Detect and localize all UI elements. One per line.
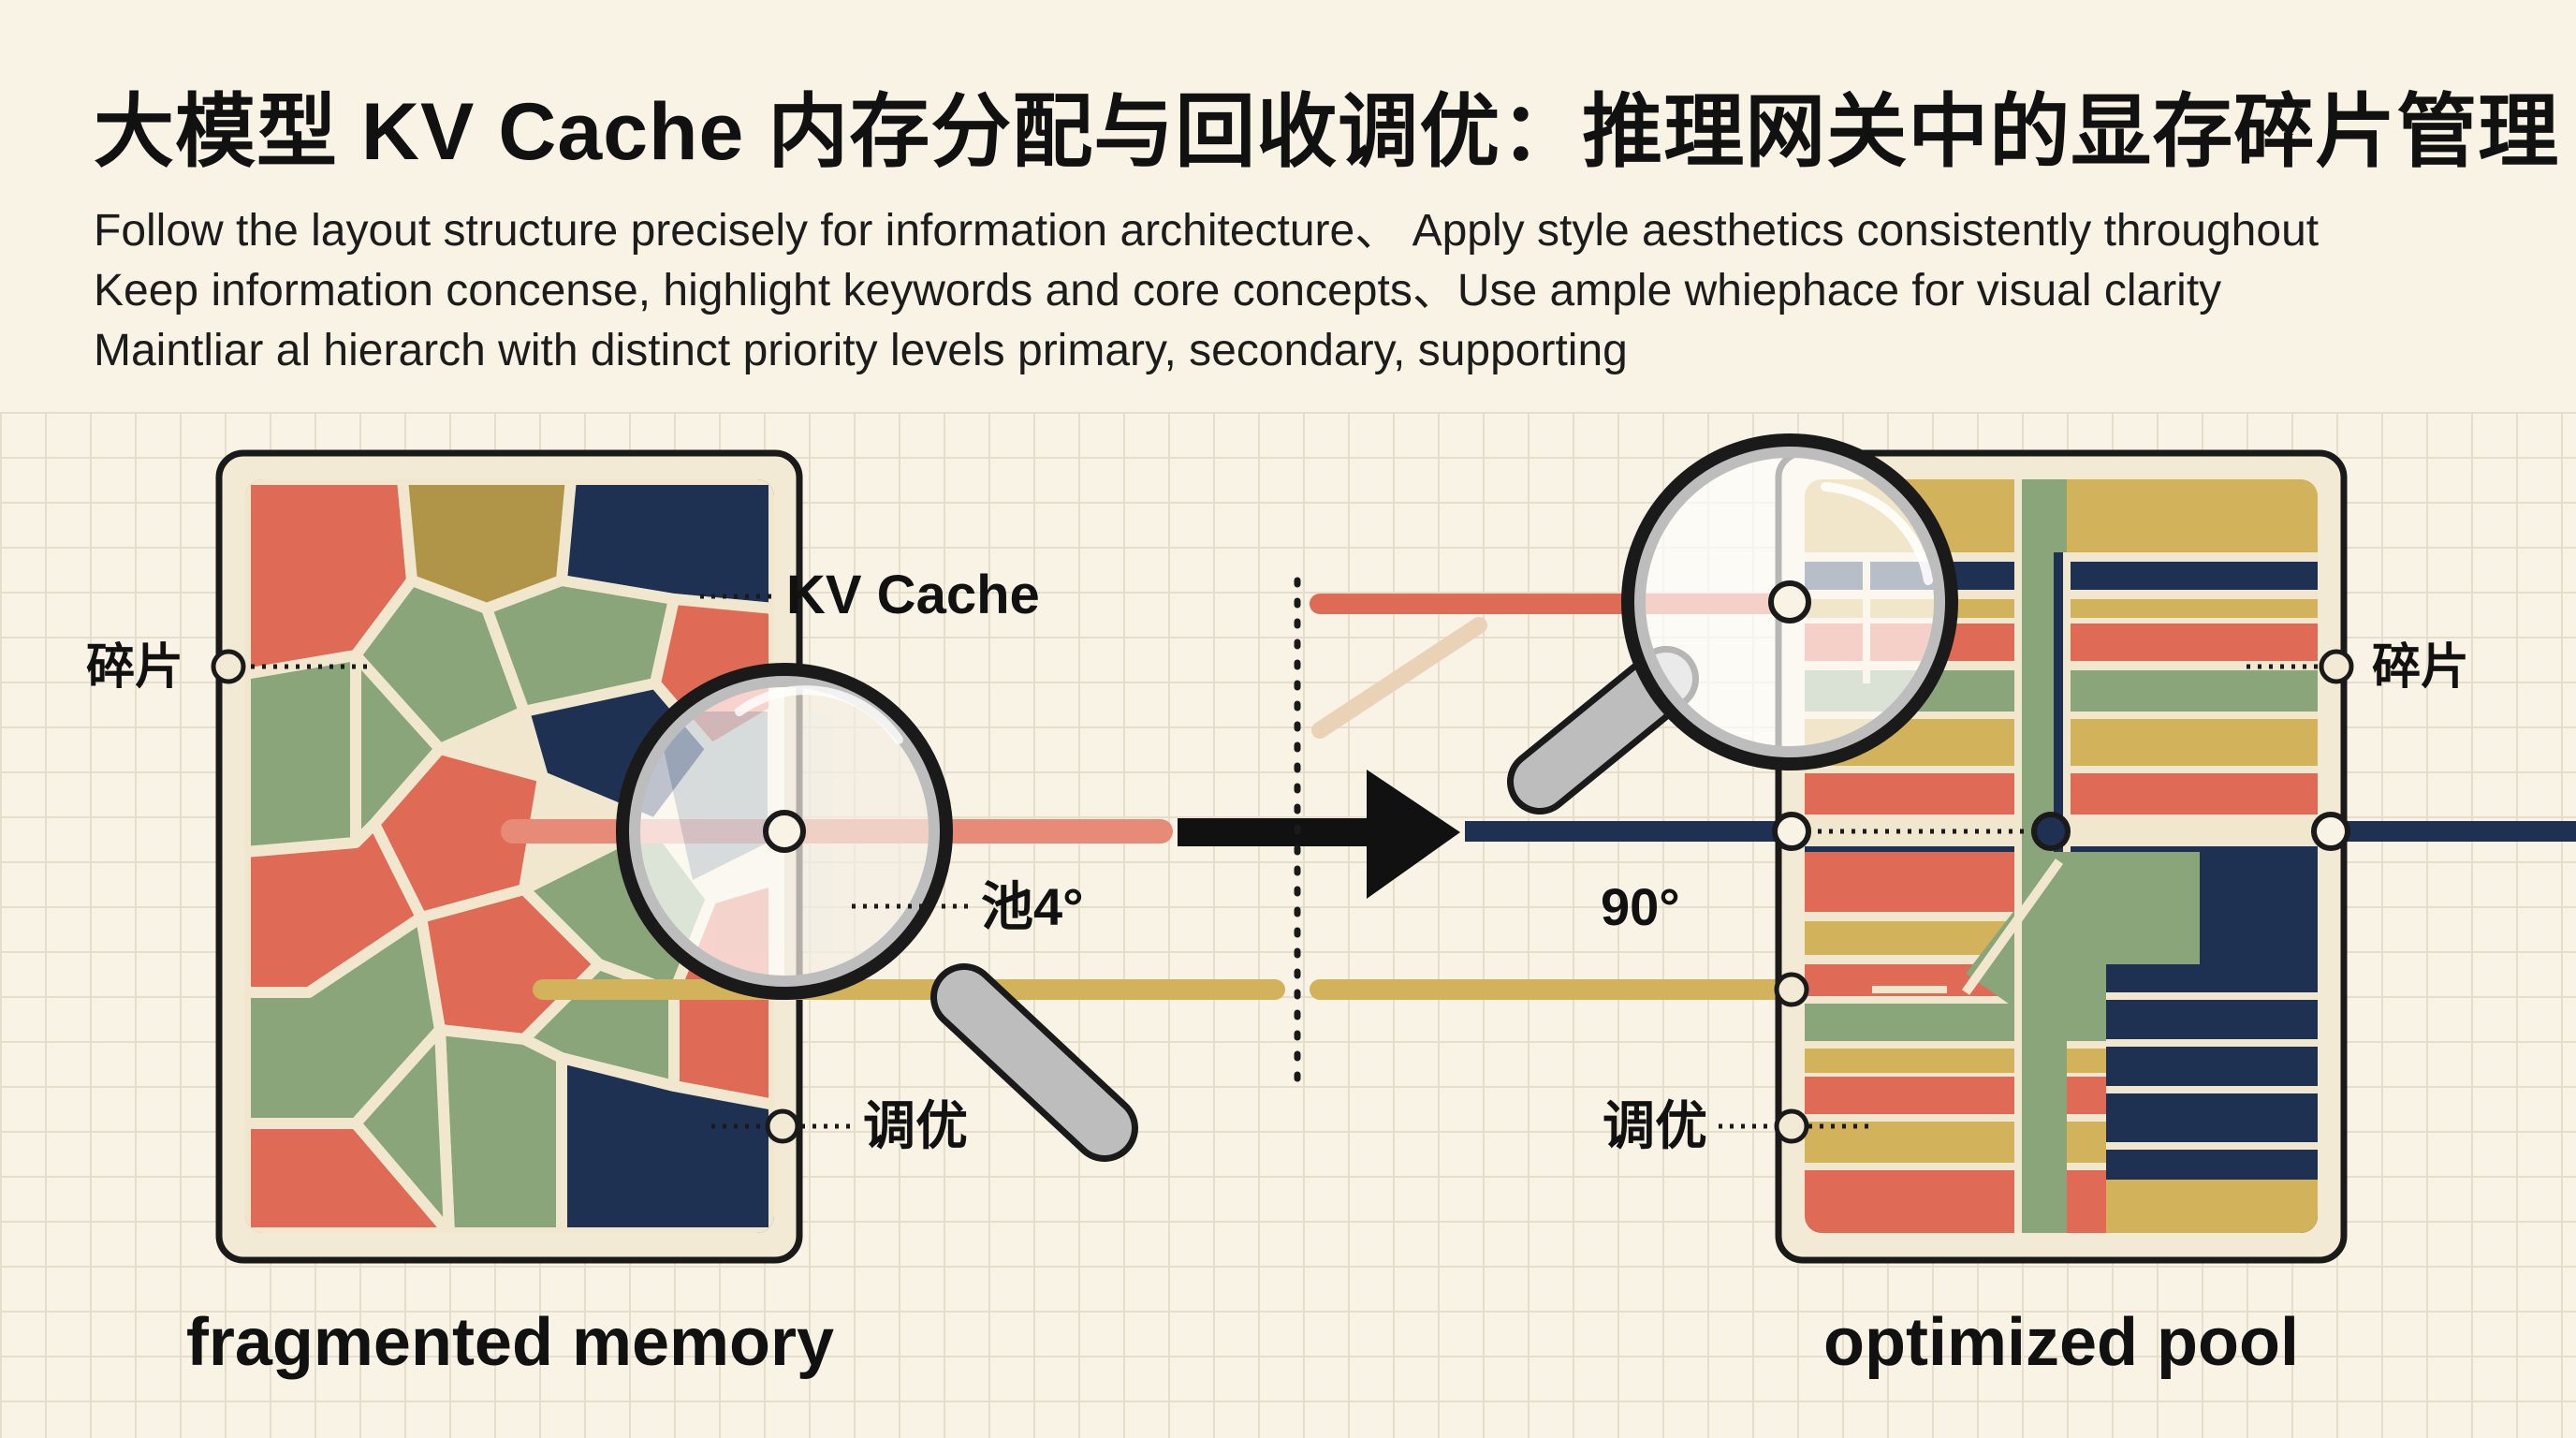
diagonal-fade-line	[1311, 617, 1487, 739]
transition-arrow-icon	[1178, 770, 1460, 899]
angle-label: 90°	[1601, 877, 1680, 936]
fragment-blocks	[245, 479, 774, 1233]
subtitle-block: Follow the layout structure precisely fo…	[94, 201, 2319, 381]
right-annotations: 碎片 90° 调优 optimized pool	[1601, 640, 2469, 1380]
optimized-pool-caption: optimized pool	[1823, 1305, 2299, 1380]
subtitle-line-1: Follow the layout structure precisely fo…	[94, 206, 2320, 256]
left-fragment-label: 碎片	[86, 640, 183, 695]
subtitle-line-3: Maintliar al hierarch with distinct prio…	[94, 326, 1628, 375]
kv-cache-label: KV Cache	[786, 565, 1040, 625]
right-fragment-label: 碎片	[2372, 640, 2469, 695]
pool-angle-label: 池4°	[981, 877, 1084, 936]
magnifier-right-icon	[1507, 433, 1958, 814]
left-annotations: 碎片 KV Cache 池4° 调优 fragmented memory	[86, 565, 1084, 1380]
left-tune-label: 调优	[863, 1096, 968, 1155]
subtitle-line-2: Keep information concense, highlight key…	[94, 266, 2222, 315]
right-tune-label: 调优	[1603, 1096, 1707, 1155]
page-title: 大模型 KV Cache 内存分配与回收调优：推理网关中的显存碎片管理	[94, 87, 2560, 177]
right-line-nodes	[1772, 812, 2350, 1007]
fragmented-memory-panel	[215, 449, 803, 1264]
magnifier-left-icon	[616, 663, 1138, 1162]
fragmented-memory-caption: fragmented memory	[186, 1305, 834, 1380]
